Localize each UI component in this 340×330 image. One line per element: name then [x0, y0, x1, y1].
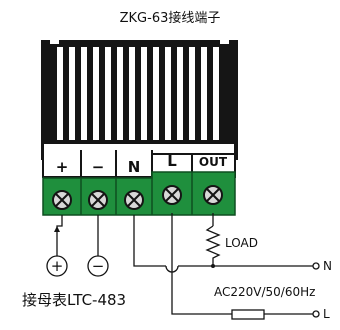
meter-label: 接母表LTC-483: [22, 291, 126, 309]
screw-l: [162, 185, 182, 205]
plus-symbol-sign: +: [51, 257, 64, 275]
terminal-label-n: N: [128, 158, 141, 176]
terminal-label-panel: [42, 142, 236, 178]
terminal-end-n: [312, 262, 320, 270]
terminal-end-l: [312, 310, 320, 318]
junction-load-n: [211, 264, 215, 268]
minus-symbol-sign: −: [92, 257, 105, 275]
terminal-label-minus: −: [92, 158, 105, 176]
voltage-label: AC220V/50/60Hz: [214, 285, 315, 299]
diagram-title: ZKG-63接线端子: [120, 10, 221, 26]
terminal-label-plus: +: [56, 158, 69, 176]
terminal-label-out: OUT: [199, 155, 228, 169]
terminal-label-l: L: [167, 152, 177, 170]
heatsink-fins: [51, 47, 227, 140]
fuse: [231, 309, 265, 320]
wire-plus: [56, 215, 63, 256]
screw-out: [203, 185, 223, 205]
screw-plus: [52, 190, 72, 210]
terminal-block-dividers: [80, 172, 193, 215]
minus-symbol: [87, 255, 109, 277]
screw-minus: [88, 190, 108, 210]
screw-n: [124, 190, 144, 210]
wire-n: [133, 215, 166, 267]
plus-wire-arrow: [54, 226, 60, 232]
wire-l: [171, 213, 258, 315]
load-resistor: [205, 225, 221, 266]
wiring: [56, 213, 313, 315]
l-line-label: L: [323, 307, 330, 321]
n-line-label: N: [323, 259, 332, 273]
load-label: LOAD: [225, 236, 258, 250]
plus-symbol: [46, 255, 68, 277]
